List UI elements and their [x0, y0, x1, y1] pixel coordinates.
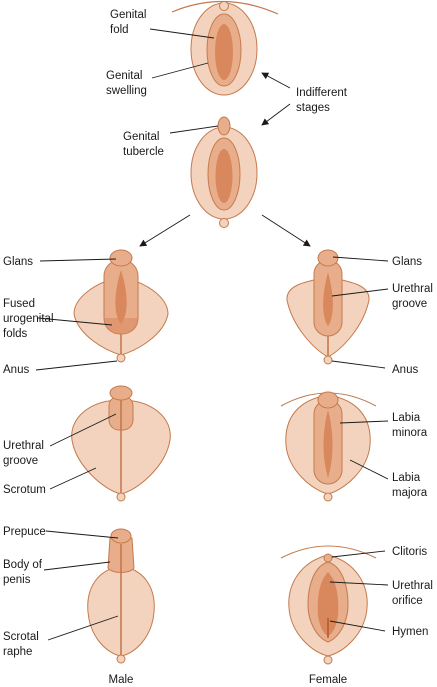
female-stage-c [280, 545, 377, 665]
leader-lines [35, 28, 389, 641]
label-female-anus: Anus [392, 364, 418, 376]
label-female-urethral-groove: Urethral groove [392, 283, 436, 310]
label-scrotal-raphe: Scrotal raphe [3, 631, 42, 658]
label-genital-tubercle: Genital tubercle [123, 131, 164, 158]
label-urethral-orifice: Urethral orifice [392, 580, 436, 607]
label-male-anus: Anus [3, 364, 29, 376]
label-indifferent-stages: Indifferent stages [296, 87, 350, 114]
label-genital-swelling: Genital swelling [106, 70, 147, 97]
male-stage-b [71, 385, 171, 502]
label-clitoris: Clitoris [392, 546, 427, 558]
labels: Genital fold Genital swelling Indifferen… [3, 9, 436, 686]
label-labia-minora: Labia minora [392, 412, 428, 439]
column-label-male: Male [109, 674, 134, 686]
female-stage-a [286, 249, 370, 365]
indifferent-stage-2 [190, 116, 258, 228]
label-hymen: Hymen [392, 626, 428, 638]
column-label-female: Female [309, 674, 347, 686]
label-body-of-penis: Body of penis [3, 559, 45, 586]
label-prepuce: Prepuce [3, 526, 46, 538]
male-stage-c [87, 528, 155, 664]
label-male-glans: Glans [3, 256, 33, 268]
label-labia-majora: Labia majora [392, 472, 428, 499]
label-genital-fold: Genital fold [110, 9, 150, 36]
female-stage-b [280, 391, 377, 502]
label-male-urethral-groove: Urethral groove [3, 440, 47, 467]
label-scrotum: Scrotum [3, 484, 46, 496]
male-stage-a [73, 249, 169, 363]
label-female-glans: Glans [392, 256, 422, 268]
stage-arrows [139, 72, 311, 247]
label-fused-urogenital-folds: Fused urogenital folds [3, 298, 57, 340]
indifferent-stage-1 [171, 0, 279, 96]
